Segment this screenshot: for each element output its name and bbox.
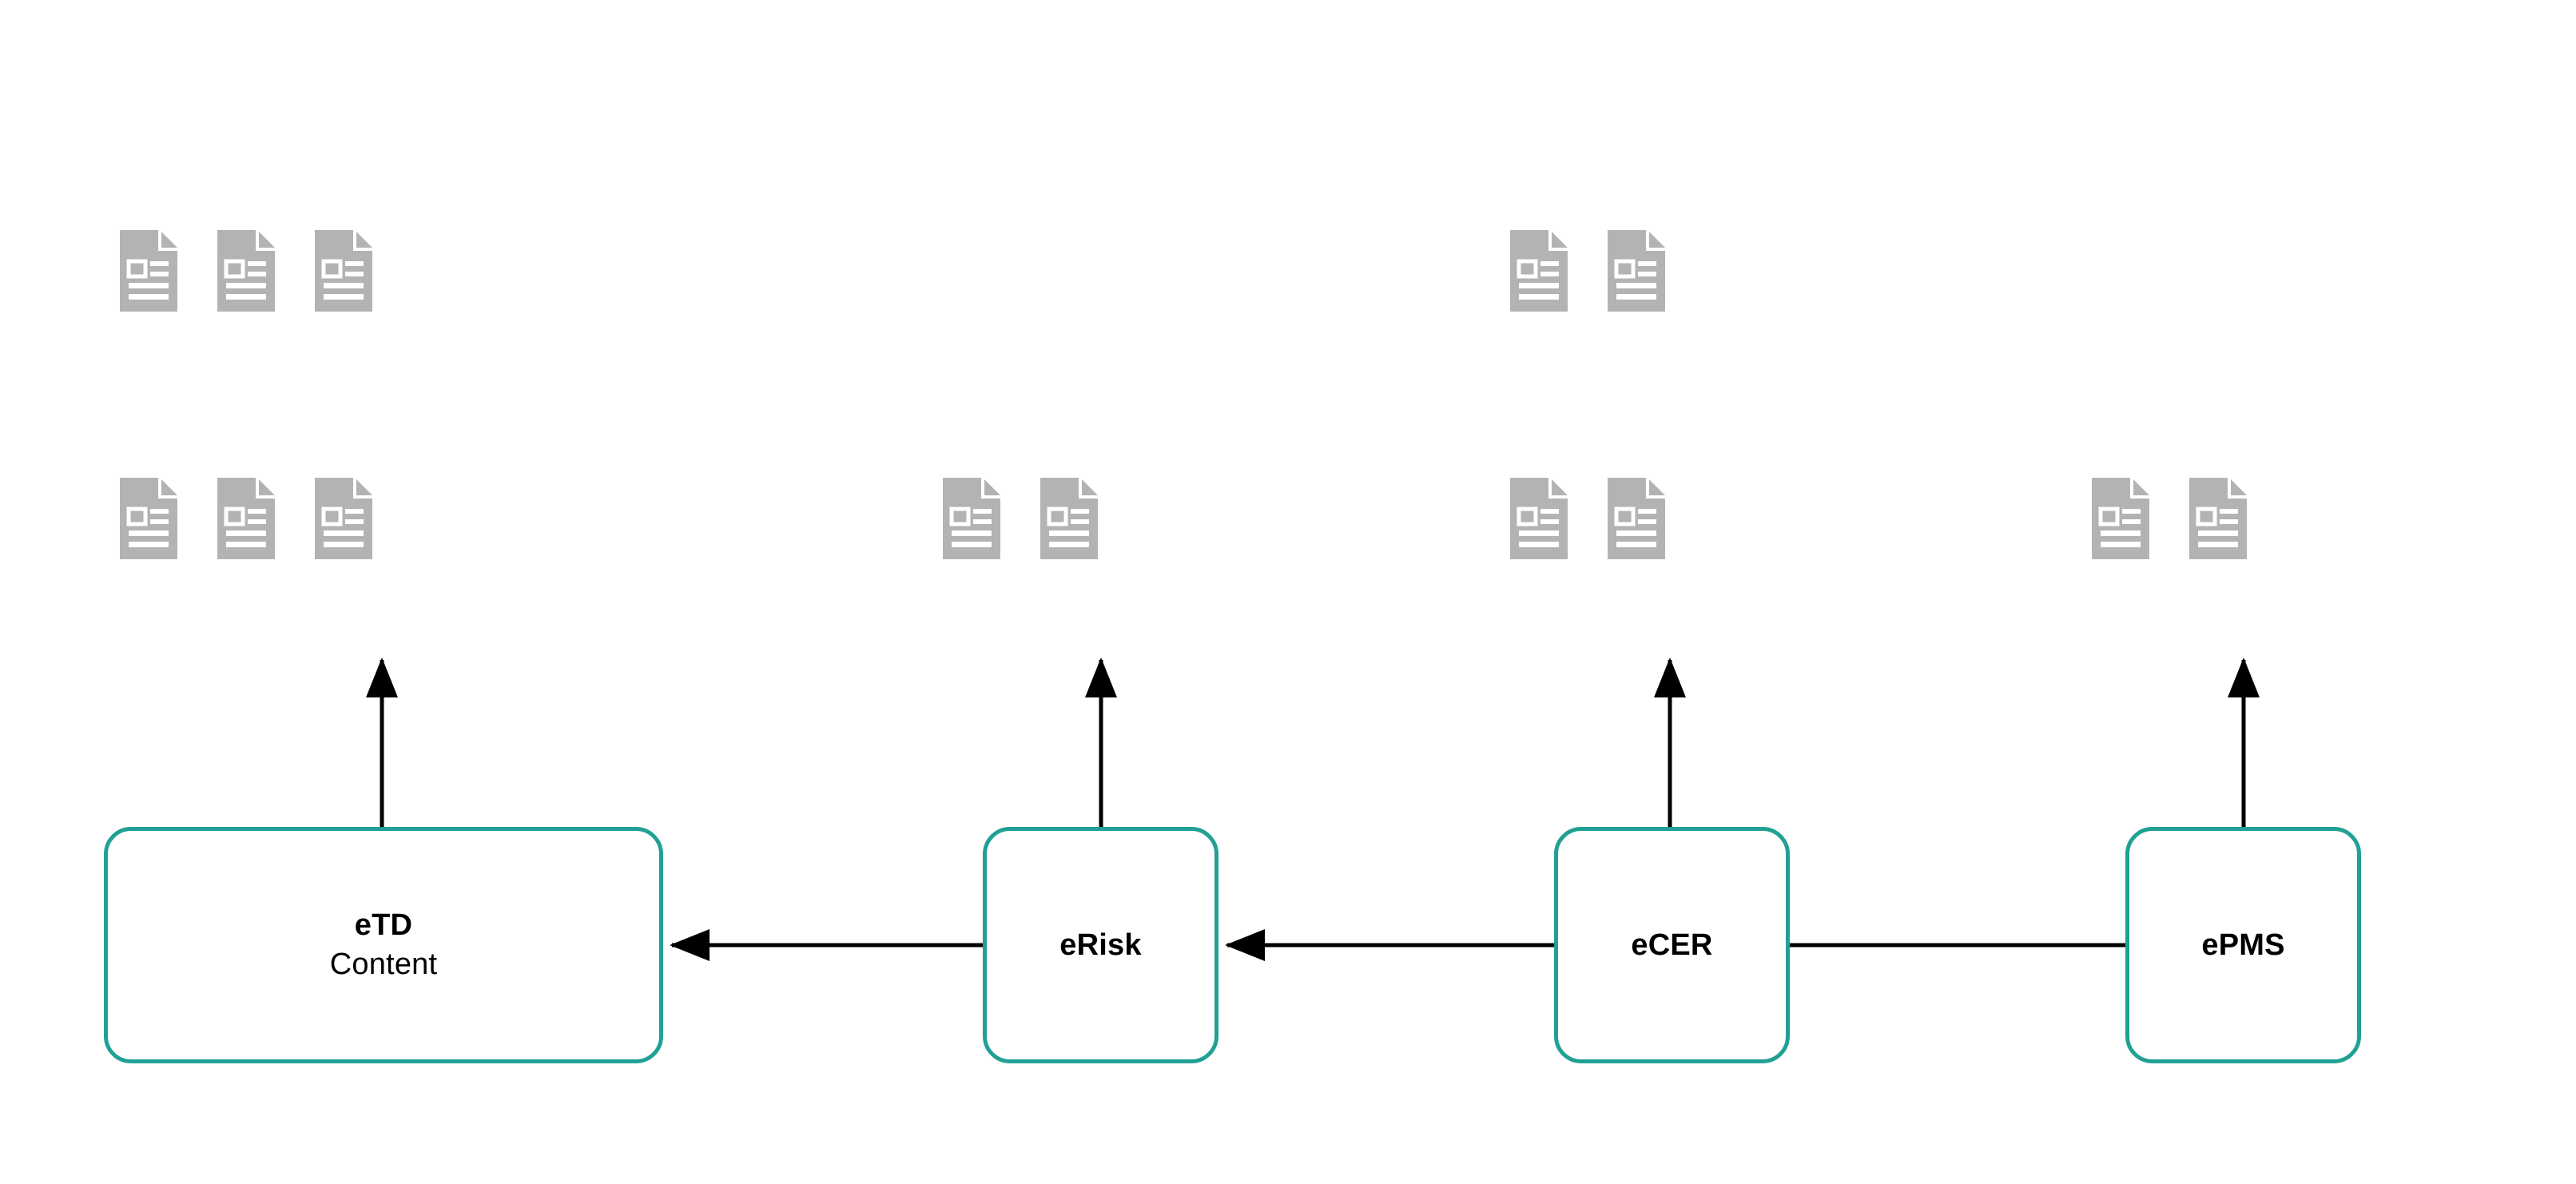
document-icon — [120, 230, 177, 312]
document-icon — [1510, 478, 1568, 559]
document-icon — [1608, 478, 1665, 559]
document-icon — [315, 478, 372, 559]
node-ecer-label: eCER — [1631, 928, 1713, 962]
node-etd-label: eTD — [354, 908, 413, 943]
node-erisk-label: eRisk — [1059, 928, 1142, 962]
node-epms-label: ePMS — [2201, 928, 2285, 962]
node-etd-sublabel: Content — [329, 948, 438, 981]
document-icon — [217, 230, 275, 312]
node-erisk[interactable]: eRisk — [983, 827, 1218, 1063]
document-icon — [1040, 478, 1098, 559]
document-icon — [120, 478, 177, 559]
document-icon — [943, 478, 1000, 559]
document-icon — [315, 230, 372, 312]
document-icon — [2189, 478, 2247, 559]
document-icon — [1510, 230, 1568, 312]
node-ecer[interactable]: eCER — [1554, 827, 1790, 1063]
node-epms[interactable]: ePMS — [2125, 827, 2361, 1063]
node-etd[interactable]: eTD Content — [104, 827, 663, 1063]
document-icon — [217, 478, 275, 559]
document-icon — [1608, 230, 1665, 312]
document-icon — [2092, 478, 2149, 559]
